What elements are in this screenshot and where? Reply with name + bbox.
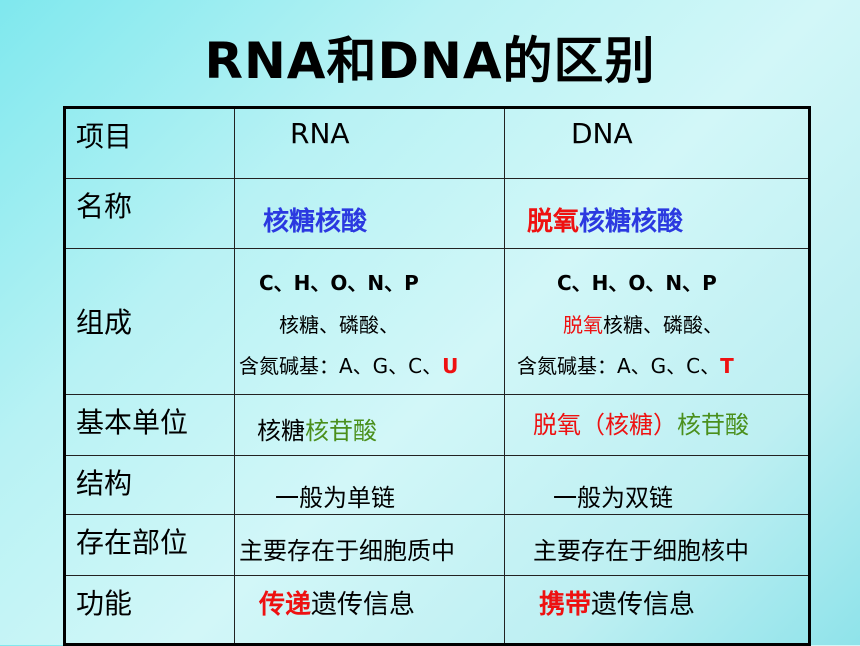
row-label-unit: 基本单位 xyxy=(64,394,235,456)
table-row-composition: 组成 C、H、O、N、P 核糖、磷酸、 含氮碱基：A、G、C、U C、H、O、N… xyxy=(64,248,810,395)
table-row-function: 功能 传递遗传信息 携带遗传信息 xyxy=(64,575,810,645)
row-label-function: 功能 xyxy=(64,575,235,645)
rna-function: 传递遗传信息 xyxy=(259,590,416,620)
dna-function: 携带遗传信息 xyxy=(539,590,696,620)
dna-bases: 含氮碱基：A、G、C、T xyxy=(517,354,734,378)
dna-elements: C、H、O、N、P xyxy=(557,271,717,295)
dna-sugar: 脱氧核糖、磷酸、 xyxy=(563,313,723,337)
header-rna: RNA xyxy=(290,117,350,150)
table-row-name: 名称 核糖核酸 脱氧核糖核酸 xyxy=(64,178,810,249)
comparison-table: 项目 RNA DNA 名称 核糖核酸 脱氧核糖核酸 组成 C xyxy=(63,106,811,646)
row-label-structure: 结构 xyxy=(64,455,235,515)
table-row-header: 项目 RNA DNA xyxy=(64,107,810,179)
table-row-structure: 结构 一般为单链 一般为双链 xyxy=(64,455,810,515)
rna-name: 核糖核酸 xyxy=(263,207,368,237)
dna-name: 脱氧核糖核酸 xyxy=(527,207,684,237)
rna-location: 主要存在于细胞质中 xyxy=(239,537,455,565)
dna-location: 主要存在于细胞核中 xyxy=(533,537,749,565)
rna-unit: 核糖核苷酸 xyxy=(257,417,377,445)
page-title: RNA和DNA的区别 xyxy=(204,32,656,90)
row-label-name: 名称 xyxy=(64,178,235,249)
row-label-composition: 组成 xyxy=(64,248,235,395)
header-item: 项目 xyxy=(64,107,235,179)
dna-structure: 一般为双链 xyxy=(553,484,673,512)
rna-elements: C、H、O、N、P xyxy=(259,271,419,295)
row-label-location: 存在部位 xyxy=(64,514,235,576)
header-dna: DNA xyxy=(571,117,633,150)
table-row-location: 存在部位 主要存在于细胞质中 主要存在于细胞核中 xyxy=(64,514,810,576)
rna-bases: 含氮碱基：A、G、C、U xyxy=(239,354,459,378)
table-row-unit: 基本单位 核糖核苷酸 脱氧（核糖）核苷酸 xyxy=(64,394,810,456)
dna-unit: 脱氧（核糖）核苷酸 xyxy=(533,411,749,439)
rna-sugar: 核糖、磷酸、 xyxy=(279,313,399,337)
rna-structure: 一般为单链 xyxy=(275,484,395,512)
